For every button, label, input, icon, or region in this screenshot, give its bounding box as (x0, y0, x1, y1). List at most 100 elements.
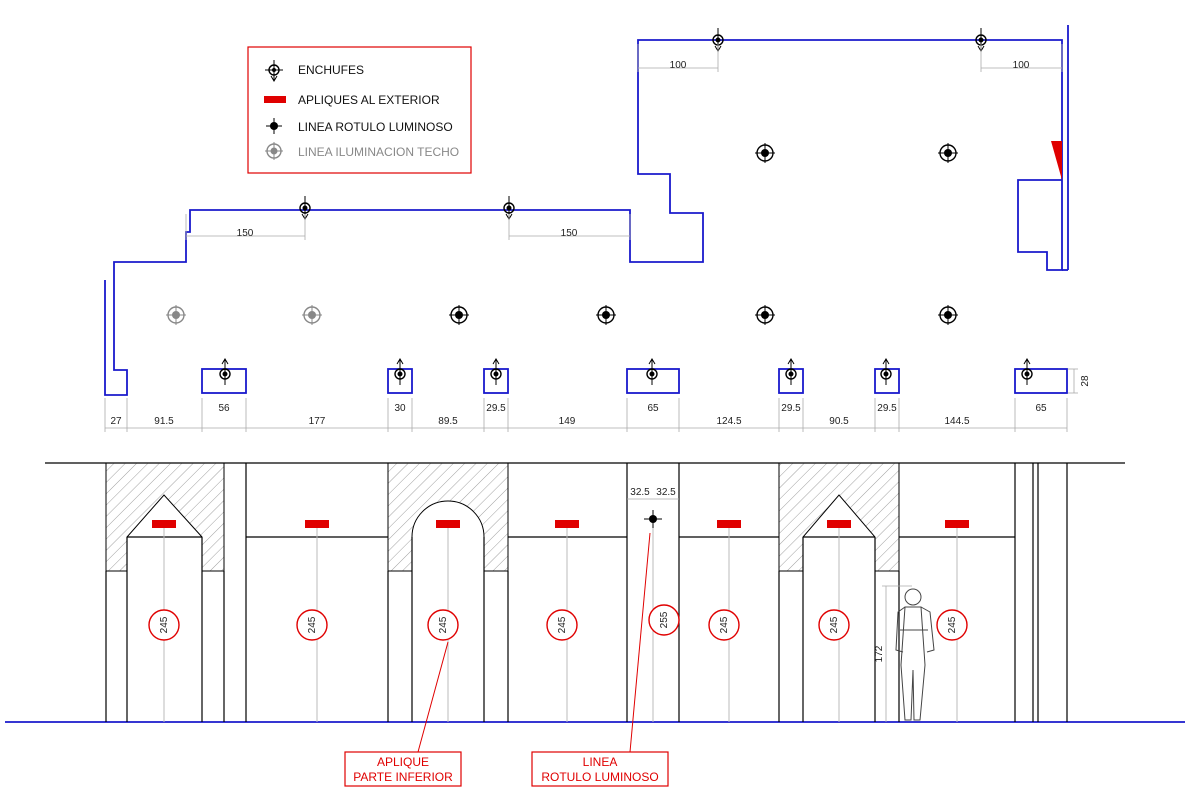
height-marker: 245 (708, 609, 740, 641)
elevation-walls (105, 463, 1068, 722)
wall-light-icon (555, 520, 579, 528)
height-marker: 255 (648, 604, 680, 636)
dim-label: 29.5 (877, 403, 897, 414)
height-marker: 245 (936, 609, 968, 641)
dim-label: 144.5 (944, 416, 969, 427)
socket-icon (1021, 358, 1033, 385)
wall-light-icon (827, 520, 851, 528)
plan-bottom-dimensions (104, 398, 1068, 432)
height-label: 245 (947, 616, 958, 633)
dim-label: 56 (218, 403, 230, 414)
height-label: 245 (557, 616, 568, 633)
socket-icon (646, 358, 658, 385)
dim-label: 32.5 (656, 487, 676, 498)
dim-label: 32.5 (630, 487, 650, 498)
sign-line-icon (755, 143, 775, 163)
callout-leader (417, 641, 449, 753)
dim-label: 100 (670, 60, 687, 71)
height-marker: 245 (546, 609, 578, 641)
stone-panel-arch (387, 462, 509, 572)
height-label: 245 (159, 616, 170, 633)
legend: ENCHUFES APLIQUES AL EXTERIOR LINEA ROTU… (247, 46, 472, 174)
legend-label-sockets: ENCHUFES (298, 63, 364, 77)
wall-light-icon (436, 520, 460, 528)
plan-exterior-light (1051, 141, 1062, 180)
socket-icon (880, 358, 892, 385)
dim-label: 65 (647, 403, 659, 414)
callout-leader (629, 532, 651, 753)
wall-light-icon (717, 520, 741, 528)
sign-line-icon (755, 305, 775, 325)
stone-panel-gable (105, 462, 225, 572)
stone-panel-gable (778, 462, 900, 572)
person-height-dim (882, 585, 912, 722)
dim-label: 90.5 (829, 416, 849, 427)
dim-label: 29.5 (486, 403, 506, 414)
dim-label: 150 (561, 228, 578, 239)
height-label: 245 (307, 616, 318, 633)
plan-ceiling-lights (166, 305, 322, 325)
legend-label-sign-line: LINEA ROTULO LUMINOSO (298, 120, 453, 134)
plan-columns (201, 368, 1068, 394)
person-figure (895, 588, 935, 721)
dim-label: 172 (874, 645, 885, 662)
callout-wall-light: APLIQUE PARTE INFERIOR (344, 751, 462, 787)
dim-label: 89.5 (438, 416, 458, 427)
callout-line2: PARTE INFERIOR (353, 770, 453, 784)
elevation: 32.5 32.5 245 245 245 245 255 245 245 24… (5, 462, 1185, 787)
callout-line1: LINEA (583, 755, 618, 769)
ceiling-light-icon (166, 305, 186, 325)
height-label: 245 (719, 616, 730, 633)
socket-icon (265, 60, 283, 82)
sign-line-icon (449, 305, 469, 325)
dim-label: 91.5 (154, 416, 174, 427)
height-marker: 245 (296, 609, 328, 641)
dim-label: 124.5 (716, 416, 741, 427)
sign-line-icon (938, 143, 958, 163)
plan-upper-dimensions (185, 44, 1063, 240)
wall-light-icon (945, 520, 969, 528)
sign-line-icon (938, 305, 958, 325)
dim-label: 177 (309, 416, 326, 427)
sign-line-icon (644, 510, 662, 528)
height-label: 245 (438, 616, 449, 633)
height-label: 245 (829, 616, 840, 633)
legend-frame (247, 46, 472, 174)
socket-icon (219, 358, 231, 385)
floor-plan: 100 100 150 150 28 27 91.5 56 177 30 89.… (104, 25, 1091, 432)
height-marker: 245 (148, 609, 180, 641)
plan-column (1014, 368, 1068, 394)
ceiling-light-icon (302, 305, 322, 325)
dim-label: 30 (394, 403, 406, 414)
socket-icon (785, 358, 797, 385)
dim-label: 65 (1035, 403, 1047, 414)
plan-wall-left (104, 39, 1063, 396)
dim-label: 149 (559, 416, 576, 427)
dim-label: 28 (1080, 375, 1091, 387)
wall-light-icon (264, 96, 286, 103)
plan-sockets (219, 28, 1033, 385)
callout-line2: ROTULO LUMINOSO (541, 770, 658, 784)
height-markers: 245 245 245 245 255 245 245 245 (148, 604, 968, 641)
dim-label: 150 (237, 228, 254, 239)
legend-label-ceiling-lights: LINEA ILUMINACION TECHO (298, 145, 459, 159)
dim-label: 100 (1013, 60, 1030, 71)
sign-line-icon (596, 305, 616, 325)
sign-line-icon (266, 118, 282, 134)
legend-label-wall-lights: APLIQUES AL EXTERIOR (298, 93, 440, 107)
plan-right-dimension (1068, 368, 1078, 394)
socket-icon (490, 358, 502, 385)
height-label: 255 (659, 611, 670, 628)
callout-line1: APLIQUE (377, 755, 429, 769)
dim-label: 29.5 (781, 403, 801, 414)
elevation-wall-lights (152, 520, 969, 528)
height-marker: 245 (818, 609, 850, 641)
wall-light-icon (305, 520, 329, 528)
height-marker: 245 (427, 609, 459, 641)
callout-sign-line: LINEA ROTULO LUMINOSO (531, 751, 669, 787)
ceiling-light-icon (265, 142, 283, 160)
socket-icon (394, 358, 406, 385)
plan-sign-lights (449, 143, 958, 325)
wall-light-icon (152, 520, 176, 528)
